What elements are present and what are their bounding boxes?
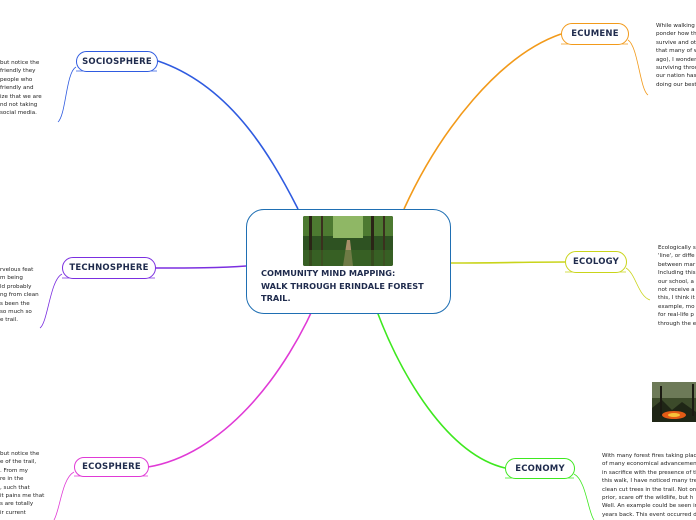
note-ecumene: While walking ponder how th survive and … [656,22,696,89]
note-line: not receive a [658,287,695,294]
note-line: nd not taking [0,102,38,109]
note-line: e trail. [0,317,19,324]
note-line: through the e [658,320,696,327]
ecology-connector [450,261,566,264]
technosphere-note-bracket [39,273,63,329]
note-economy: With many forest fires taking place of m… [602,452,696,519]
note-line: this, I think it [658,295,695,302]
note-line: friendly they [0,68,36,75]
note-line: this walk, I have noticed many tre [602,478,696,485]
ecosphere-note-bracket [53,471,75,520]
note-line: social media. [0,110,37,117]
forest-fire-image [652,382,696,422]
ecumene-note-bracket [627,39,649,96]
note-line: years back. This event occurred d [602,511,696,518]
note-line: e of the trail, [0,459,37,466]
topic-ecumene[interactable]: ECUMENE [561,23,629,45]
forest-trail-image [303,216,393,266]
central-topic[interactable]: COMMUNITY MIND MAPPING: WALK THROUGH ERI… [246,209,451,314]
sociosphere-note-bracket [57,66,77,123]
note-line: Well. An example could be seen in [602,503,696,510]
note-line: example, mo [658,303,695,310]
central-title-line: WALK THROUGH ERINDALE FOREST [261,280,424,291]
ecology-note-bracket [625,267,651,301]
note-line: for real-life p [658,312,694,319]
note-line: ponder how th [656,31,696,38]
note-line: doing our best [656,81,696,88]
ecumene-connector [403,33,562,210]
note-line: s been the [0,300,30,307]
note-line: s are totally [0,501,34,508]
note-line: of many economical advancemen [602,461,696,468]
topic-label: ECUMENE [571,29,619,39]
note-line: between mar [658,261,696,268]
note-ecology: Ecologically s 'line', or diffe between … [658,244,696,328]
central-title-line: COMMUNITY MIND MAPPING: [261,268,396,278]
note-technosphere: rvelous feat m being ld probably ng from… [0,266,39,325]
note-line: ago), I wonder [656,56,696,63]
note-sociosphere: but notice the friendly they people who … [0,59,42,118]
note-line: Ecologically s [658,245,696,251]
note-line: , such that [0,484,30,491]
forest-fire-photo [652,382,696,422]
note-line: it pains me that [0,493,45,500]
central-topic-title: COMMUNITY MIND MAPPING: WALK THROUGH ERI… [261,267,424,305]
sociosphere-connector [157,60,299,210]
forest-trail-photo [303,216,393,266]
central-title-line: TRAIL. [261,293,291,303]
technosphere-connector [154,265,247,269]
topic-label: ECONOMY [515,463,565,474]
note-line: ng from clean [0,292,39,299]
note-ecosphere: but notice the e of the trail, . From my… [0,450,44,517]
note-line: m being [0,275,23,282]
note-line: Including this [658,270,696,277]
note-line: . From my [0,467,28,474]
note-line: 'line', or diffe [658,253,695,260]
topic-label: SOCIOSPHERE [82,56,152,67]
note-line: but notice the [0,451,40,457]
note-line: survive and ot [656,39,696,46]
topic-technosphere[interactable]: TECHNOSPHERE [62,257,156,279]
topic-sociosphere[interactable]: SOCIOSPHERE [76,51,158,72]
note-line: but notice the [0,60,40,66]
note-line: so much so [0,309,32,316]
economy-note-bracket [573,473,595,520]
note-line: ize that we are [0,93,42,100]
note-line: friendly and [0,85,34,92]
note-line: prior, scare off the wildlife, but h [602,495,694,502]
topic-label: ECOSPHERE [82,462,141,472]
note-line: our nation has [656,73,696,80]
topic-label: ECOLOGY [573,257,619,267]
note-line: that many of w [656,48,696,55]
note-line: With many forest fires taking place [602,453,696,459]
note-line: ld probably [0,283,32,290]
note-line: surviving throu [656,65,696,72]
topic-ecology[interactable]: ECOLOGY [565,251,627,273]
note-line: While walking [656,23,695,29]
note-line: in sacrifice with the presence of th [602,469,696,476]
note-line: rvelous feat [0,267,34,273]
ecosphere-connector [147,287,323,468]
note-line: people who [0,76,33,83]
note-line: ir current [0,509,26,516]
topic-economy[interactable]: ECONOMY [505,458,575,479]
topic-ecosphere[interactable]: ECOSPHERE [74,457,149,477]
note-line: re in the [0,476,24,483]
note-line: clean cut trees in the trail. Not onl [602,486,696,493]
economy-connector [369,291,506,469]
topic-label: TECHNOSPHERE [69,263,149,273]
note-line: our school, a [658,278,694,285]
